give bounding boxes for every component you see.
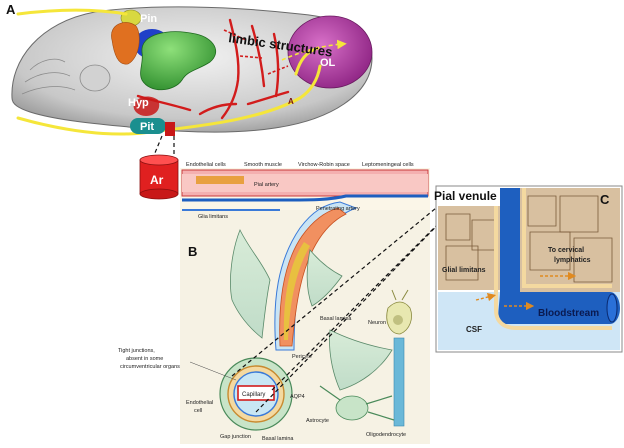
csf-flow-arrow <box>475 292 497 302</box>
perivascular-channel-right <box>522 188 612 288</box>
glia-limitans-label: Glia limitans <box>198 214 228 220</box>
pial-venule-label: Pial venule <box>434 189 497 203</box>
absent-label: absent in some <box>126 356 163 362</box>
green-structure <box>140 31 216 91</box>
panel-a: A Pin limbic structures OL Hyp Pit A <box>6 2 373 136</box>
midbrain-bump <box>79 64 111 92</box>
tight-junctions-label: Tight junctions, <box>118 348 155 354</box>
ar-cylinder: Ar <box>139 154 179 200</box>
panel-b: Capillary Endothelial cells Smooth muscl… <box>118 162 430 444</box>
ar-small-marker <box>165 122 175 136</box>
glial-limitans-label: Glial limitans <box>442 267 486 274</box>
pericyte-label: Pericyte <box>292 354 312 360</box>
leptomeningeal-label: Leptomeningeal cells <box>362 162 414 168</box>
cerebellum-folds <box>21 58 76 95</box>
endothelial-cell-label-1: Endothelial <box>186 400 213 406</box>
basal-lamina-label-2: Basal lamina <box>262 436 294 442</box>
a-vessel-label: A <box>288 97 294 106</box>
neuron-label: Neuron <box>368 320 386 326</box>
perivascular-channel <box>494 206 612 330</box>
basal-lamina-label: Basal lamina <box>320 316 352 322</box>
pit-label: Pit <box>140 121 154 133</box>
vessel-dashes <box>223 29 289 75</box>
virchow-robin-label: Virchow-Robin space <box>298 162 350 168</box>
panel-a-letter: A <box>6 2 16 17</box>
tissue-left <box>438 206 500 290</box>
leptomeningeal-curve <box>182 194 428 202</box>
panel-c: Pial venule C Glial limitans To cervical… <box>434 185 623 353</box>
neuron <box>386 289 412 427</box>
penetrating-artery-label: Penetrating artery <box>316 206 360 212</box>
tight-junction-leader <box>189 361 237 381</box>
cervical-label-1: To cervical <box>548 247 584 254</box>
pial-artery-label: Pial artery <box>254 182 279 188</box>
orange-structure <box>111 22 140 65</box>
limbic-arrow <box>281 39 347 61</box>
endothelial-cells-label: Endothelial cells <box>186 162 226 168</box>
ol-label: OL <box>320 57 336 69</box>
blood-vessels <box>136 18 290 120</box>
bc-connector <box>231 205 457 413</box>
hyp-label: Hyp <box>128 97 149 109</box>
bloodstream-label: Bloodstream <box>538 308 599 319</box>
smooth-muscle-label: Smooth muscle <box>244 162 282 168</box>
circumventricular-label: circumventricular organs <box>120 364 180 370</box>
endothelial-cell-label-2: cell <box>194 408 202 414</box>
bloodstream-end <box>606 293 618 323</box>
gap-junction-label: Gap junction <box>220 434 251 440</box>
astrocyte-processes <box>230 229 393 391</box>
pial-venule <box>500 188 520 292</box>
hypothalamus <box>133 96 160 116</box>
astrocyte-cell <box>319 385 395 421</box>
pin-label: Pin <box>140 13 157 25</box>
csf-label: CSF <box>466 325 482 334</box>
panel-b-letter: B <box>188 244 197 259</box>
olfactory-bulb <box>287 15 373 89</box>
oligodendrocyte-label: Oligodendrocyte <box>366 432 406 438</box>
aqp4-label: AQP4 <box>290 394 305 400</box>
cervical-label-2: lymphatics <box>554 257 591 264</box>
capillary-cross-section: Capillary <box>219 357 293 431</box>
smooth-muscle-band <box>196 176 244 184</box>
panel-c-letter: C <box>600 192 610 207</box>
pituitary <box>130 118 166 134</box>
bloodstream <box>498 292 620 324</box>
capillary-label: Capillary <box>242 392 265 398</box>
penetrating-artery-core <box>283 242 310 340</box>
ar-label: Ar <box>150 173 164 187</box>
astrocyte-label: Astrocyte <box>306 418 329 424</box>
tissue-cells <box>445 195 613 283</box>
